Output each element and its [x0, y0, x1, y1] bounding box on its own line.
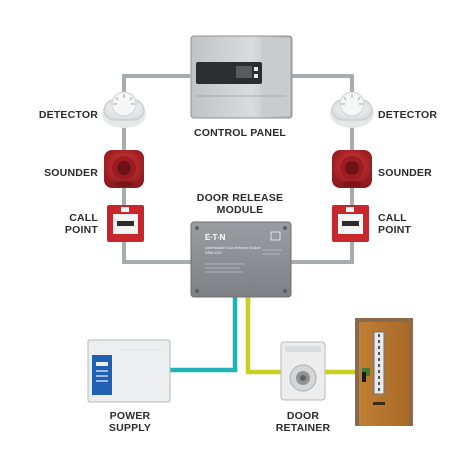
- detector-left: [102, 91, 146, 128]
- fire-door: [355, 318, 413, 426]
- door-release-module: E∙T∙N Addressable Door Release Module DR…: [190, 221, 292, 298]
- label-sounder-left-text: SOUNDER: [44, 167, 98, 179]
- door-retainer: [280, 341, 326, 401]
- label-detector-left-text: DETECTOR: [38, 109, 98, 121]
- label-detector-left: DETECTOR: [20, 109, 98, 121]
- label-sounder-left: SOUNDER: [20, 167, 98, 179]
- label-power-supply: POWER SUPPLY: [90, 410, 170, 434]
- label-door-retainer-line1: DOOR: [286, 410, 320, 422]
- power-wire: [170, 296, 238, 373]
- label-control-panel: CONTROL PANEL: [180, 127, 300, 139]
- label-call-point-left-line2: POINT: [64, 224, 98, 236]
- label-call-point-left-line1: CALL: [69, 212, 98, 224]
- call-point-right: [332, 205, 369, 242]
- label-call-point-right-line1: CALL: [378, 212, 407, 224]
- label-call-point-left: CALL POINT: [20, 212, 98, 236]
- label-sounder-right-text: SOUNDER: [378, 167, 432, 179]
- retainer-wire: [245, 296, 360, 375]
- label-power-supply-line1: POWER: [109, 410, 151, 422]
- module-title: Addressable Door Release Module: [205, 246, 261, 250]
- label-power-supply-line2: SUPPLY: [108, 422, 152, 434]
- label-door-release-module: DOOR RELEASE MODULE: [180, 192, 300, 216]
- label-door-release-module-line2: MODULE: [216, 204, 264, 216]
- module-code: DRM-XXX: [205, 251, 222, 255]
- label-detector-right-text: DETECTOR: [378, 109, 438, 121]
- label-control-panel-text: CONTROL PANEL: [193, 127, 287, 139]
- label-call-point-right-line2: POINT: [378, 224, 412, 236]
- detector-right: [330, 91, 374, 128]
- call-point-left: [107, 205, 144, 242]
- label-door-retainer: DOOR RETAINER: [263, 410, 343, 434]
- label-door-release-module-line1: DOOR RELEASE: [196, 192, 284, 204]
- power-supply: [87, 339, 171, 403]
- module-brand: E∙T∙N: [205, 233, 226, 242]
- sounder-left: [104, 150, 144, 188]
- label-call-point-right: CALL POINT: [378, 212, 458, 236]
- label-detector-right: DETECTOR: [378, 109, 458, 121]
- sounder-right: [332, 150, 372, 188]
- control-panel: [190, 35, 293, 119]
- label-sounder-right: SOUNDER: [378, 167, 458, 179]
- label-door-retainer-line2: RETAINER: [275, 422, 331, 434]
